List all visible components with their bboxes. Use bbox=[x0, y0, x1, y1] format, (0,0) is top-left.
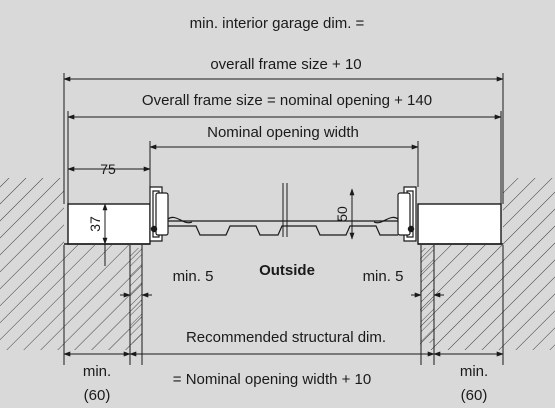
dim-75-label: 75 bbox=[100, 161, 116, 177]
min60-right-value: (60) bbox=[461, 387, 488, 404]
masonry-walls bbox=[0, 178, 555, 350]
right-wall-upper bbox=[503, 178, 555, 245]
nominal-opening-label: Nominal opening width bbox=[207, 124, 359, 141]
door-leaf bbox=[149, 183, 417, 242]
nominal-plus-label: = Nominal opening width + 10 bbox=[173, 371, 371, 388]
right-joint-gap bbox=[421, 248, 434, 343]
min60-left-label: min. bbox=[83, 363, 111, 380]
garage-dim-label-line1: min. interior garage dim. = bbox=[190, 15, 365, 32]
min60-right-label: min. bbox=[460, 363, 488, 380]
dim-37-label: 37 bbox=[87, 216, 103, 232]
recommended-label: Recommended structural dim. bbox=[186, 329, 386, 346]
dimension-lines bbox=[63, 73, 504, 365]
left-guide-block bbox=[155, 192, 169, 236]
dimension-labels: min. interior garage dim. = overall fram… bbox=[83, 15, 488, 404]
door-panel-profile bbox=[168, 225, 398, 236]
right-frame-profile bbox=[417, 203, 502, 245]
min5-right-label: min. 5 bbox=[363, 268, 404, 285]
left-seal bbox=[167, 216, 193, 224]
left-wall-upper bbox=[0, 178, 64, 245]
left-frame-profile bbox=[67, 203, 151, 245]
right-wall-lower bbox=[420, 245, 555, 350]
left-joint-gap bbox=[130, 248, 142, 343]
garage-dim-label-line2: overall frame size + 10 bbox=[210, 56, 361, 73]
left-wall-lower bbox=[0, 245, 142, 350]
right-guide-block bbox=[397, 192, 411, 236]
overall-frame-label: Overall frame size = nominal opening + 1… bbox=[142, 92, 432, 109]
dim-50-label: 50 bbox=[334, 206, 350, 222]
right-seal bbox=[373, 216, 399, 224]
min60-left-value: (60) bbox=[84, 387, 111, 404]
min5-left-label: min. 5 bbox=[173, 268, 214, 285]
outside-label: Outside bbox=[259, 262, 315, 279]
